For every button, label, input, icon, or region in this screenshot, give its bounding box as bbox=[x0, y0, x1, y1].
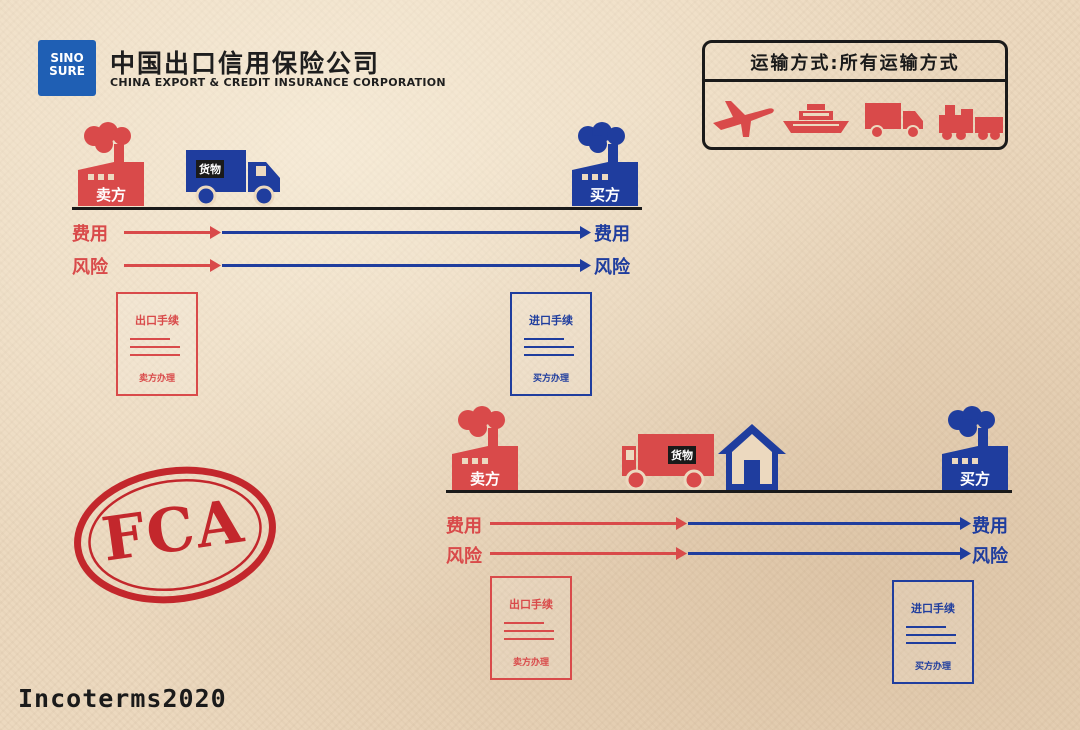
cost-label-seller: 费用 bbox=[446, 516, 482, 537]
sinosure-logo: SINO SURE bbox=[38, 40, 96, 96]
import-doc-title: 进口手续 bbox=[529, 314, 573, 327]
ship-icon bbox=[783, 104, 849, 133]
buyer-cost-arrow bbox=[688, 522, 962, 525]
seller-cost-arrow bbox=[490, 522, 678, 525]
buyer-label: 买方 bbox=[959, 470, 990, 488]
seller-risk-arrow bbox=[124, 264, 212, 267]
cost-label-buyer: 费用 bbox=[972, 516, 1008, 537]
cost-label-seller: 费用 bbox=[72, 224, 108, 245]
transport-divider bbox=[705, 79, 1005, 82]
import-doc-title: 进口手续 bbox=[911, 602, 955, 615]
fca-stamp-ring bbox=[74, 466, 276, 604]
cargo-truck-icon bbox=[186, 150, 280, 207]
import-document: 进口手续 买方办理 bbox=[510, 292, 592, 396]
airplane-icon bbox=[713, 101, 774, 137]
seller-label: 卖方 bbox=[95, 186, 126, 204]
timeline-baseline bbox=[72, 207, 642, 210]
doc-line bbox=[130, 354, 180, 356]
seller-risk-arrowhead-icon bbox=[210, 259, 221, 272]
export-document: 出口手续 卖方办理 bbox=[490, 576, 572, 680]
buyer-risk-arrowhead-icon bbox=[580, 259, 591, 272]
seller-cost-arrowhead-icon bbox=[210, 226, 221, 239]
house-icon bbox=[718, 424, 786, 490]
seller-label: 卖方 bbox=[469, 470, 500, 488]
doc-line bbox=[504, 622, 544, 624]
company-name-en: CHINA EXPORT & CREDIT INSURANCE CORPORAT… bbox=[110, 76, 446, 89]
seller-risk-arrow bbox=[490, 552, 678, 555]
truck-icon bbox=[865, 103, 923, 139]
cost-label-buyer: 费用 bbox=[594, 224, 630, 245]
buyer-cost-arrow bbox=[222, 231, 582, 234]
doc-line bbox=[524, 346, 574, 348]
logo-badge-line1: SINO bbox=[50, 51, 84, 65]
buyer-risk-arrow bbox=[222, 264, 582, 267]
doc-line bbox=[524, 338, 564, 340]
buyer-risk-arrowhead-icon bbox=[960, 547, 971, 560]
transport-mode-box: 运输方式:所有运输方式 bbox=[702, 40, 1008, 150]
logo-badge-line2: SURE bbox=[49, 64, 85, 78]
risk-label-seller: 风险 bbox=[72, 257, 108, 278]
buyer-factory-icon bbox=[942, 406, 1008, 490]
incoterms-footer: Incoterms2020 bbox=[18, 684, 227, 713]
cargo-label: 货物 bbox=[668, 446, 696, 464]
export-doc-title: 出口手续 bbox=[509, 598, 553, 611]
doc-line bbox=[504, 638, 554, 640]
import-doc-signer: 买方办理 bbox=[532, 374, 569, 384]
company-name-cn: 中国出口信用保险公司 bbox=[110, 49, 381, 78]
export-doc-signer: 卖方办理 bbox=[138, 374, 175, 384]
timeline-baseline bbox=[446, 490, 1012, 493]
seller-factory-icon bbox=[78, 122, 144, 206]
cargo-label: 货物 bbox=[196, 160, 224, 178]
seller-factory-icon bbox=[452, 406, 518, 490]
buyer-factory-icon bbox=[572, 122, 638, 206]
seller-cost-arrow bbox=[124, 231, 212, 234]
doc-line bbox=[906, 634, 956, 636]
risk-label-seller: 风险 bbox=[446, 546, 482, 567]
import-document: 进口手续 买方办理 bbox=[892, 580, 974, 684]
import-doc-signer: 买方办理 bbox=[914, 662, 951, 672]
doc-line bbox=[906, 626, 946, 628]
doc-line bbox=[130, 338, 170, 340]
export-doc-signer: 卖方办理 bbox=[512, 658, 549, 668]
buyer-label: 买方 bbox=[589, 186, 620, 204]
seller-risk-arrowhead-icon bbox=[676, 547, 687, 560]
export-document: 出口手续 卖方办理 bbox=[116, 292, 198, 396]
transport-mode-title: 运输方式:所有运输方式 bbox=[750, 53, 960, 74]
doc-line bbox=[130, 346, 180, 348]
buyer-cost-arrowhead-icon bbox=[960, 517, 971, 530]
doc-line bbox=[524, 354, 574, 356]
export-doc-title: 出口手续 bbox=[135, 314, 179, 327]
train-icon bbox=[939, 105, 1003, 140]
buyer-cost-arrowhead-icon bbox=[580, 226, 591, 239]
risk-label-buyer: 风险 bbox=[594, 257, 630, 278]
seller-cost-arrowhead-icon bbox=[676, 517, 687, 530]
risk-label-buyer: 风险 bbox=[972, 546, 1008, 567]
doc-line bbox=[906, 642, 956, 644]
buyer-risk-arrow bbox=[688, 552, 962, 555]
doc-line bbox=[504, 630, 554, 632]
